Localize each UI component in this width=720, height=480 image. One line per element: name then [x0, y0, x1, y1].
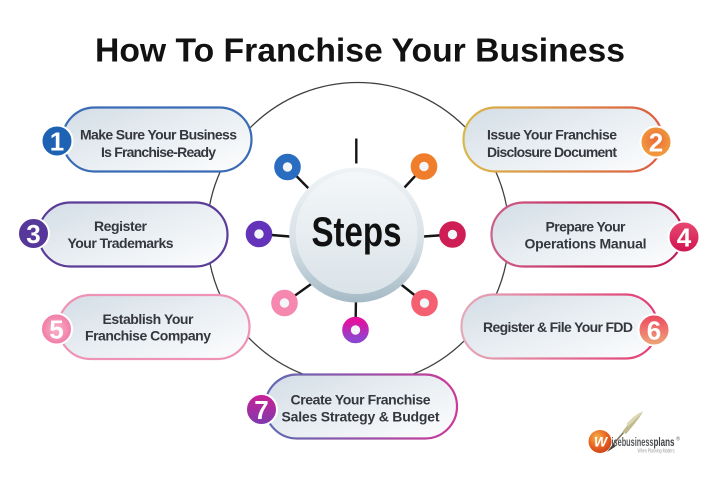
- svg-text:Your Trademarks: Your Trademarks: [68, 235, 174, 251]
- svg-text:2: 2: [649, 128, 663, 158]
- svg-text:1: 1: [50, 127, 64, 157]
- svg-text:6: 6: [647, 316, 661, 346]
- svg-text:When Planning Matters: When Planning Matters: [638, 449, 675, 455]
- svg-text:Prepare Your: Prepare Your: [546, 219, 627, 235]
- svg-text:Register: Register: [94, 218, 148, 234]
- svg-text:plans: plans: [654, 435, 675, 449]
- svg-text:W: W: [594, 434, 609, 450]
- svg-text:Register & File Your FDD: Register & File Your FDD: [483, 319, 633, 335]
- svg-text:Steps: Steps: [312, 208, 402, 255]
- svg-text:Franchise Company: Franchise Company: [85, 328, 211, 344]
- svg-text:5: 5: [49, 315, 63, 345]
- svg-text:Establish Your: Establish Your: [103, 311, 195, 327]
- svg-text:Is Franchise-Ready: Is Franchise-Ready: [101, 144, 216, 160]
- svg-text:3: 3: [26, 219, 40, 249]
- svg-text:Make Sure Your Business: Make Sure Your Business: [80, 127, 237, 143]
- svg-text:Disclosure Document: Disclosure Document: [487, 144, 617, 160]
- svg-text:7: 7: [254, 395, 268, 425]
- svg-text:isebusiness: isebusiness: [612, 435, 654, 449]
- svg-text:®: ®: [676, 436, 680, 443]
- svg-text:How To Franchise Your Business: How To Franchise Your Business: [95, 32, 625, 69]
- svg-text:4: 4: [677, 223, 692, 253]
- svg-text:Create Your Franchise: Create Your Franchise: [291, 392, 431, 408]
- svg-text:Issue Your Franchise: Issue Your Franchise: [487, 127, 617, 143]
- svg-text:Operations Manual: Operations Manual: [525, 236, 647, 252]
- svg-text:Sales Strategy & Budget: Sales Strategy & Budget: [282, 409, 440, 425]
